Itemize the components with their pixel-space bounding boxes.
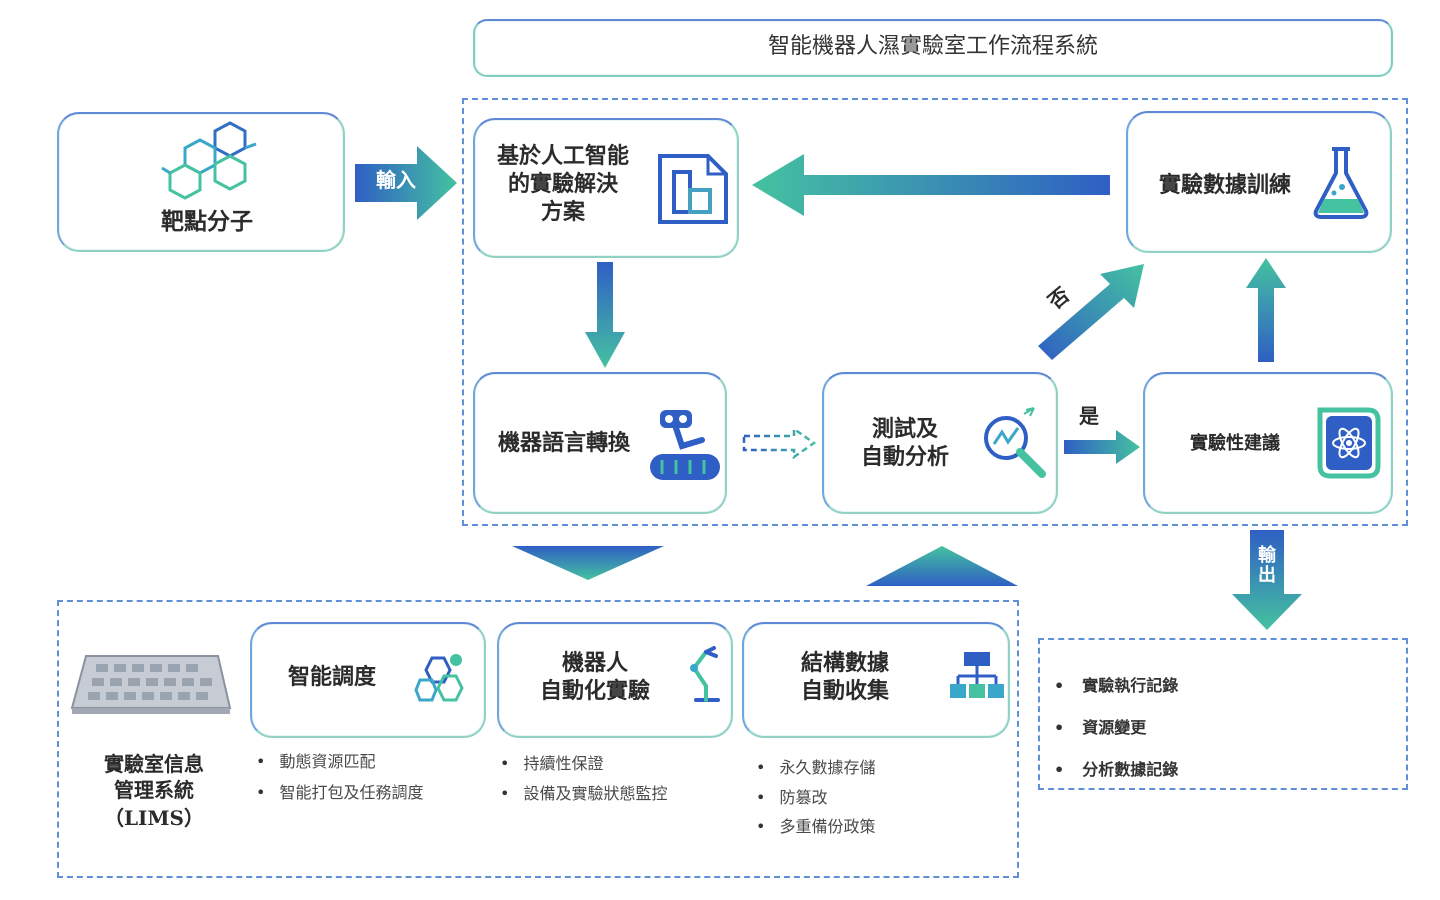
yes-label: 是 <box>1079 404 1099 428</box>
atom-icon <box>1317 407 1381 479</box>
ai-solution-label-line3: 方案 <box>540 200 585 225</box>
feedback-arrow <box>752 154 1110 216</box>
training-node <box>1126 111 1392 253</box>
input-arrow <box>355 146 457 220</box>
data-bullet-1: 永久數據存儲 <box>756 754 875 778</box>
ai-solution-label-line2: 的實驗解決 <box>507 172 618 197</box>
data-bullet-2: 防篡改 <box>756 784 827 808</box>
workflow-container <box>462 98 1408 526</box>
module-robot-label-line2: 自動化實驗 <box>539 679 650 704</box>
module-data-label-line1: 結構數據 <box>800 651 889 676</box>
machine-language-label: 機器語言轉換 <box>497 431 630 456</box>
lims-name-line1: 實驗室信息 <box>104 752 204 776</box>
test-label-line1: 測試及 <box>871 417 938 442</box>
org-chart-icon <box>950 652 1004 698</box>
output-arrow-label: 輸出 <box>1258 545 1276 586</box>
lims-name-line3: （LIMS） <box>104 806 204 830</box>
title-box <box>473 19 1393 77</box>
training-label: 實驗數據訓練 <box>1158 173 1291 198</box>
test-label-line2: 自動分析 <box>860 445 949 470</box>
ai-solution-label-line1: 基於人工智能 <box>496 144 629 169</box>
robot-arm-icon <box>690 646 720 702</box>
scheduling-bullet-2: 智能打包及任務調度 <box>256 779 423 803</box>
target-molecule-label: 靶點分子 <box>161 209 253 235</box>
molecule-icon <box>161 121 257 200</box>
lims-name-line2: 管理系統 <box>114 778 194 802</box>
test-analysis-node <box>822 372 1058 514</box>
robot-bullet-2: 設備及實驗狀態監控 <box>500 780 667 804</box>
robot-bullet-1: 持續性保證 <box>500 750 603 774</box>
module-data-label-line2: 自動收集 <box>800 679 889 704</box>
up-arrow <box>1246 258 1286 362</box>
output-records-box <box>1038 638 1408 790</box>
input-arrow-label: 輸入 <box>376 168 416 192</box>
network-hex-icon <box>414 654 464 702</box>
output-arrow <box>1232 530 1302 630</box>
no-arrow <box>1038 264 1144 360</box>
output-record-1: 實驗執行記錄 <box>1054 672 1178 696</box>
chevron-up-icon <box>866 546 1018 586</box>
diagram-title: 智能機器人濕實驗室工作流程系統 <box>767 34 1098 59</box>
module-robot-label-line1: 機器人 <box>561 651 628 676</box>
down-arrow <box>585 262 625 368</box>
lims-device-image <box>70 655 232 714</box>
flask-icon <box>1313 147 1369 219</box>
document-layout-icon <box>658 154 728 224</box>
module-data-collection <box>742 622 1010 738</box>
chevron-down-icon <box>512 546 664 580</box>
module-robot-automation <box>497 622 733 738</box>
dashed-arrow <box>742 426 817 460</box>
output-record-2: 資源變更 <box>1054 714 1146 738</box>
data-bullet-3: 多重備份政策 <box>756 813 875 837</box>
module-scheduling-label: 智能調度 <box>287 665 376 690</box>
robot-conveyor-icon <box>650 410 720 480</box>
scheduling-bullet-1: 動態資源匹配 <box>256 748 375 772</box>
lims-container <box>57 600 1019 878</box>
suggestion-label: 實驗性建議 <box>1190 433 1280 454</box>
output-record-3: 分析數據記錄 <box>1054 756 1178 780</box>
yes-arrow <box>1064 430 1140 464</box>
magnifier-icon <box>984 407 1046 478</box>
